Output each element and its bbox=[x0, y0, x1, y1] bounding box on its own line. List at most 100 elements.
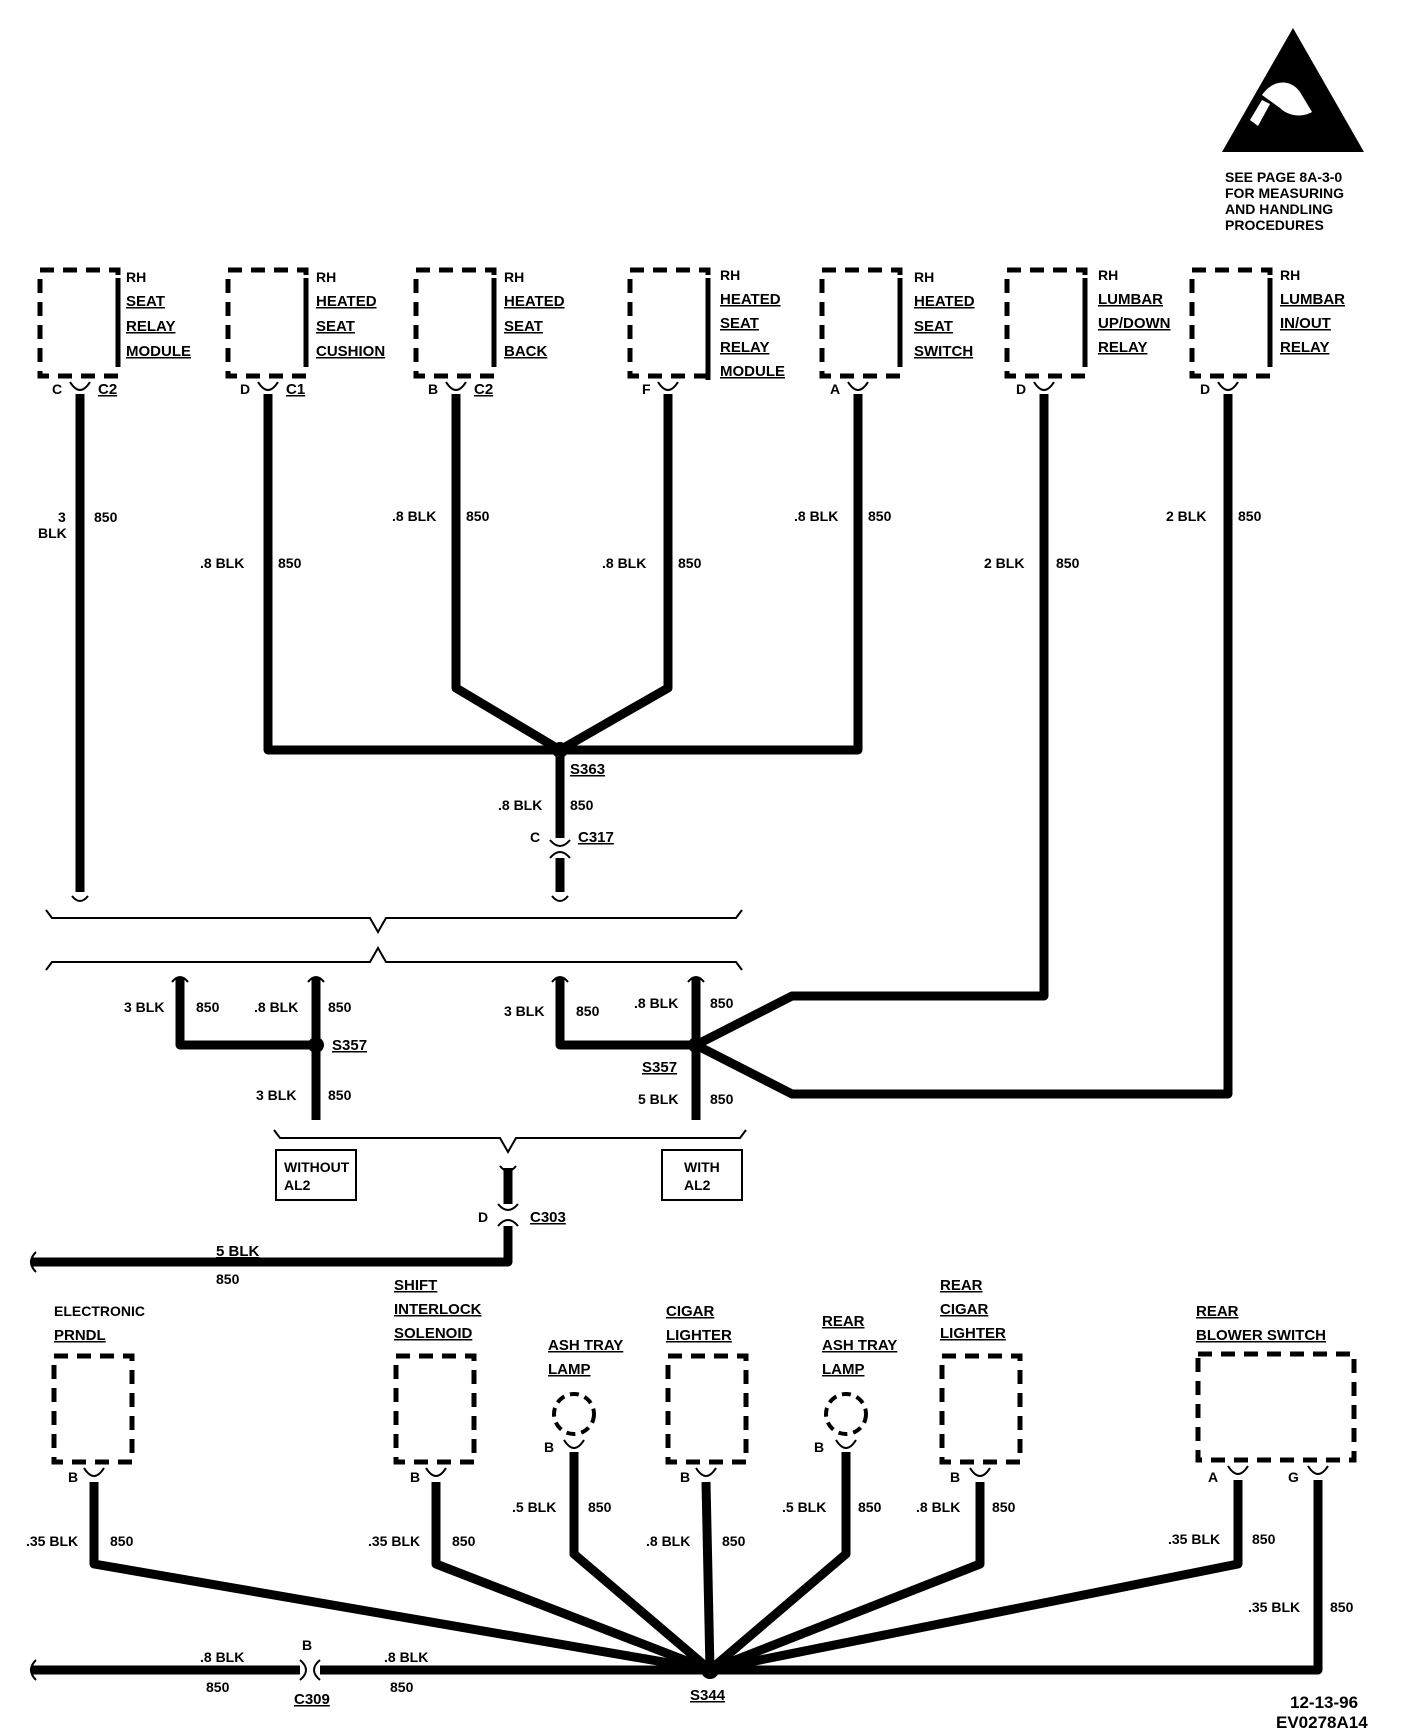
svg-text:C303: C303 bbox=[530, 1209, 566, 1226]
svg-text:F: F bbox=[642, 381, 651, 397]
svg-text:AND HANDLING: AND HANDLING bbox=[1225, 201, 1333, 217]
svg-text:SEAT: SEAT bbox=[720, 315, 759, 332]
svg-text:.5 BLK: .5 BLK bbox=[782, 1499, 826, 1515]
svg-text:G: G bbox=[1288, 1469, 1299, 1485]
svg-text:SEAT: SEAT bbox=[504, 318, 543, 335]
svg-text:850: 850 bbox=[858, 1499, 882, 1515]
svg-text:3 BLK: 3 BLK bbox=[256, 1087, 296, 1103]
splice-s344: S344 bbox=[690, 1661, 726, 1704]
svg-text:B: B bbox=[428, 381, 438, 397]
electronic-prndl: ELECTRONIC PRNDL B bbox=[51, 1303, 145, 1485]
svg-text:REAR: REAR bbox=[822, 1313, 865, 1330]
svg-text:3 BLK: 3 BLK bbox=[124, 999, 164, 1015]
svg-text:850: 850 bbox=[722, 1533, 746, 1549]
svg-text:LUMBAR: LUMBAR bbox=[1280, 291, 1345, 308]
svg-text:EV0278A14: EV0278A14 bbox=[1276, 1713, 1368, 1732]
svg-text:RELAY: RELAY bbox=[1098, 339, 1147, 356]
svg-text:850: 850 bbox=[94, 509, 118, 525]
rh-heated-seat-relay-module: RH HEATED SEAT RELAY MODULE bbox=[627, 267, 785, 380]
rh-lumbar-updown-relay: RH LUMBAR UP/DOWN RELAY bbox=[1004, 267, 1171, 379]
svg-text:LUMBAR: LUMBAR bbox=[1098, 291, 1163, 308]
svg-text:12-13-96: 12-13-96 bbox=[1290, 1693, 1358, 1712]
svg-text:3: 3 bbox=[58, 509, 66, 525]
svg-text:.8 BLK: .8 BLK bbox=[794, 508, 838, 524]
rh-heated-seat-cushion: RH HEATED SEAT CUSHION bbox=[225, 267, 385, 379]
svg-text:B: B bbox=[68, 1469, 78, 1485]
svg-text:.5 BLK: .5 BLK bbox=[512, 1499, 556, 1515]
svg-text:C2: C2 bbox=[474, 381, 493, 398]
svg-text:RH: RH bbox=[1280, 267, 1300, 283]
svg-text:B: B bbox=[814, 1439, 824, 1455]
svg-text:D: D bbox=[1200, 381, 1210, 397]
svg-text:C317: C317 bbox=[578, 829, 614, 846]
cigar-lighter: CIGAR LIGHTER B bbox=[665, 1303, 749, 1485]
svg-text:UP/DOWN: UP/DOWN bbox=[1098, 315, 1171, 332]
svg-text:AL2: AL2 bbox=[284, 1177, 311, 1193]
connector-c317: C C317 bbox=[530, 829, 614, 859]
svg-text:ASH TRAY: ASH TRAY bbox=[548, 1337, 623, 1354]
svg-text:ELECTRONIC: ELECTRONIC bbox=[54, 1303, 145, 1319]
svg-text:B: B bbox=[544, 1439, 554, 1455]
svg-text:RH: RH bbox=[316, 269, 336, 285]
svg-text:S363: S363 bbox=[570, 761, 605, 778]
svg-text:D: D bbox=[1016, 381, 1026, 397]
svg-text:IN/OUT: IN/OUT bbox=[1280, 315, 1331, 332]
s357-right-branch: 3 BLK 850 .8 BLK 850 S357 5 BLK 850 bbox=[504, 976, 734, 1120]
svg-text:.8 BLK: .8 BLK bbox=[200, 555, 244, 571]
svg-text:2 BLK: 2 BLK bbox=[984, 555, 1024, 571]
rh-seat-relay-module: RH SEAT RELAY MODULE bbox=[37, 267, 191, 379]
svg-text:S344: S344 bbox=[690, 1687, 726, 1704]
svg-text:.8 BLK: .8 BLK bbox=[384, 1649, 428, 1665]
bottom-wire-labels: .35 BLK 850 .35 BLK 850 .5 BLK 850 .8 BL… bbox=[26, 1499, 1354, 1695]
svg-text:C1: C1 bbox=[286, 381, 305, 398]
svg-text:RH: RH bbox=[504, 269, 524, 285]
svg-text:CIGAR: CIGAR bbox=[666, 1303, 715, 1320]
svg-text:850: 850 bbox=[196, 999, 220, 1015]
footer: 12-13-96 EV0278A14 bbox=[1276, 1693, 1368, 1732]
svg-text:850: 850 bbox=[1238, 508, 1262, 524]
svg-text:B: B bbox=[950, 1469, 960, 1485]
svg-text:850: 850 bbox=[710, 1091, 734, 1107]
svg-text:850: 850 bbox=[328, 1087, 352, 1103]
svg-text:SEAT: SEAT bbox=[914, 318, 953, 335]
svg-text:.35 BLK: .35 BLK bbox=[26, 1533, 78, 1549]
svg-text:LAMP: LAMP bbox=[548, 1361, 591, 1378]
svg-text:C: C bbox=[530, 829, 540, 845]
svg-text:.8 BLK: .8 BLK bbox=[200, 1649, 244, 1665]
option-bracket bbox=[45, 909, 743, 971]
svg-text:REAR: REAR bbox=[1196, 1303, 1239, 1320]
svg-text:S357: S357 bbox=[332, 1037, 367, 1054]
svg-text:850: 850 bbox=[576, 1003, 600, 1019]
rh-heated-seat-switch: RH HEATED SEAT SWITCH bbox=[819, 267, 975, 379]
svg-text:RELAY: RELAY bbox=[126, 318, 175, 335]
rh-lumbar-inout-relay: RH LUMBAR IN/OUT RELAY bbox=[1189, 267, 1345, 379]
svg-text:850: 850 bbox=[570, 797, 594, 813]
svg-text:.35 BLK: .35 BLK bbox=[368, 1533, 420, 1549]
svg-text:.8 BLK: .8 BLK bbox=[634, 995, 678, 1011]
svg-text:A: A bbox=[1208, 1469, 1218, 1485]
svg-text:.8 BLK: .8 BLK bbox=[392, 508, 436, 524]
svg-text:.8 BLK: .8 BLK bbox=[498, 797, 542, 813]
connector-c309: B C309 bbox=[294, 1637, 330, 1708]
splice-s363: S363 .8 BLK 850 bbox=[498, 742, 605, 813]
wire-arrow-ends bbox=[71, 895, 569, 902]
svg-text:.35 BLK: .35 BLK bbox=[1248, 1599, 1300, 1615]
svg-text:A: A bbox=[830, 381, 840, 397]
svg-text:C: C bbox=[52, 381, 62, 397]
svg-text:HEATED: HEATED bbox=[720, 291, 781, 308]
svg-text:HEATED: HEATED bbox=[504, 293, 565, 310]
svg-text:PROCEDURES: PROCEDURES bbox=[1225, 217, 1324, 233]
svg-text:SHIFT: SHIFT bbox=[394, 1277, 437, 1294]
svg-text:RH: RH bbox=[1098, 267, 1118, 283]
svg-text:850: 850 bbox=[452, 1533, 476, 1549]
svg-text:RELAY: RELAY bbox=[720, 339, 769, 356]
s357-left-branch: 3 BLK 850 .8 BLK 850 S357 3 BLK 850 bbox=[124, 976, 367, 1120]
svg-text:D: D bbox=[240, 381, 250, 397]
svg-text:.8 BLK: .8 BLK bbox=[602, 555, 646, 571]
svg-text:FOR MEASURING: FOR MEASURING bbox=[1225, 185, 1344, 201]
svg-text:RELAY: RELAY bbox=[1280, 339, 1329, 356]
svg-text:PRNDL: PRNDL bbox=[54, 1327, 106, 1344]
svg-text:850: 850 bbox=[206, 1679, 230, 1695]
esd-warning-icon bbox=[1222, 28, 1364, 152]
